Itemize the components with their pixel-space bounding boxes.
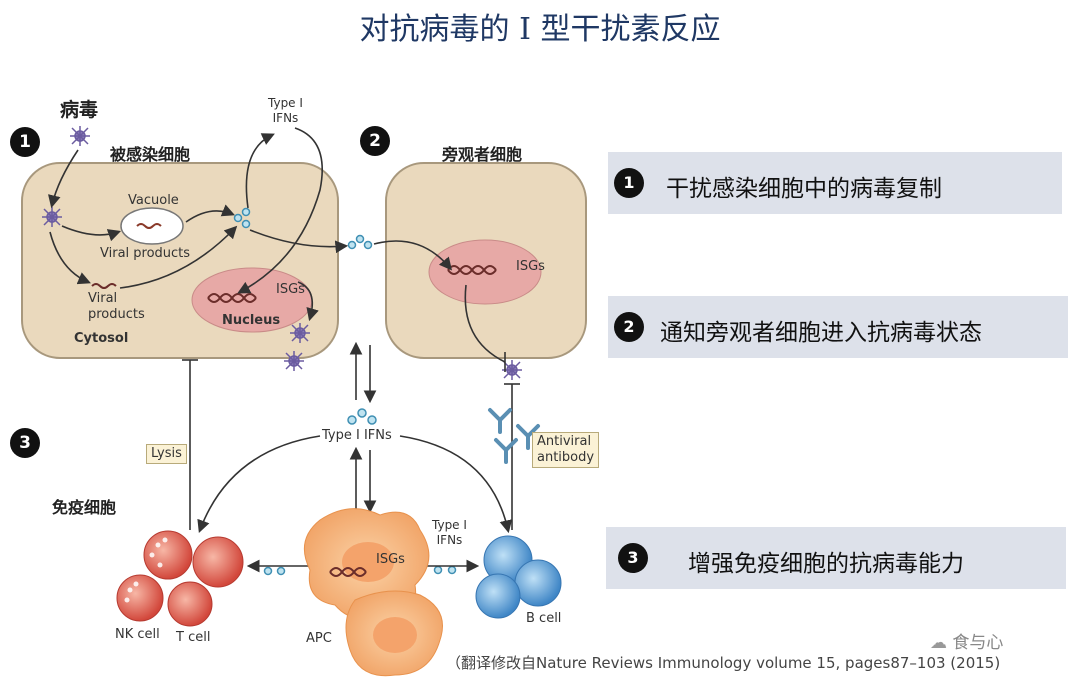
panel-1-number: 1 [614,168,644,198]
ifn-particles [233,207,457,576]
cytosol-label: Cytosol [74,331,129,346]
source-citation: （翻译修改自Nature Reviews Immunology volume 1… [446,654,1001,672]
virus-icon [42,126,522,380]
apc-label: APC [306,631,332,646]
t-cell-shape-1 [192,536,244,588]
panel-2-text: 通知旁观者细胞进入抗病毒状态 [660,320,982,346]
isgs-label-bystander: ISGs [516,259,545,274]
infected-cell-label: 被感染细胞 [110,145,191,164]
nucleus-label: Nucleus [222,313,281,328]
marker-3: 3 [10,428,40,458]
panel-1-text: 干扰感染细胞中的病毒复制 [666,176,942,202]
marker-1: 1 [10,127,40,157]
t-cell-label: T cell [176,630,211,645]
panel-2: 2 通知旁观者细胞进入抗病毒状态 [608,296,1068,358]
b-cell-label: B cell [526,611,562,626]
immune-cells-label: 免疫细胞 [52,498,117,517]
t-cell-shape-2 [167,581,213,627]
wechat-icon: ☁ [930,633,947,653]
lysis-label: Lysis [146,444,187,464]
watermark: ☁ 食与心 [930,633,1004,653]
virus-label: 病毒 [60,99,99,121]
page-title: 对抗病毒的 I 型干扰素反应 [359,12,721,47]
type1-ifns-center-label: Type I IFNs [322,428,392,443]
nk-cell-shapes [116,530,193,622]
isgs-label-infected: ISGs [276,282,305,297]
bystander-cell-label: 旁观者细胞 [442,145,523,164]
panel-3-text: 增强免疫细胞的抗病毒能力 [688,551,964,577]
isgs-label-apc: ISGs [376,552,405,567]
panel-3-number: 3 [618,543,648,573]
vacuole-label: Vacuole [128,193,179,208]
viral-products-label-1: Viral products [100,246,191,261]
panel-1: 1 干扰感染细胞中的病毒复制 [608,152,1062,214]
b-cell-shapes [475,535,562,619]
antibody-icon [488,408,540,464]
panel-2-number: 2 [614,312,644,342]
nk-cell-label: NK cell [115,627,160,642]
marker-2: 2 [360,126,390,156]
panel-3: 3 增强免疫细胞的抗病毒能力 [606,527,1066,589]
